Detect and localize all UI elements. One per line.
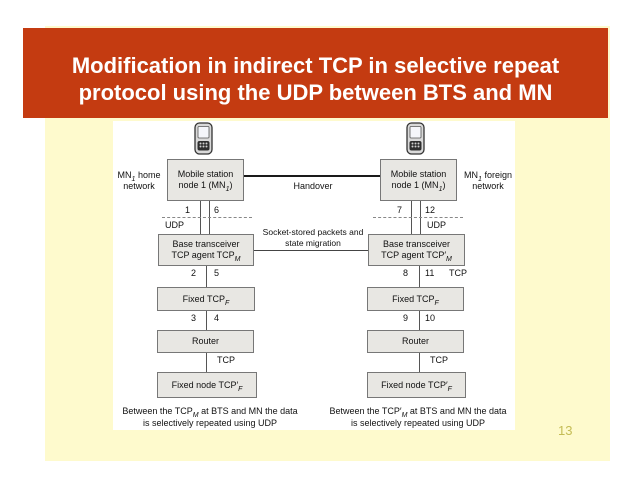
fixed-tcp-box-right: Fixed TCPF [367, 287, 464, 311]
mobile-phone-icon [194, 122, 213, 155]
connector-line [206, 353, 207, 372]
foreign-network-label: MN1 foreign network [464, 170, 512, 191]
sequence-number: 2 [191, 268, 197, 278]
sequence-number: 7 [397, 205, 403, 215]
sequence-number: 12 [425, 205, 436, 215]
router-box-right: Router [367, 330, 464, 353]
sequence-number: 10 [425, 313, 436, 323]
tcp-label-right-mid: TCP [449, 268, 467, 278]
sequence-number: 3 [191, 313, 197, 323]
socket-migration-line [254, 250, 368, 251]
sequence-number: 4 [214, 313, 220, 323]
slide-title: Modification in indirect TCP in selectiv… [23, 28, 608, 118]
base-transceiver-box-left: Base transceiver TCP agent TCPM [158, 234, 254, 266]
sequence-number: 8 [403, 268, 409, 278]
connector-line [419, 353, 420, 372]
udp-boundary-dashed-line [162, 217, 252, 218]
connector-line [419, 311, 420, 330]
tcp-label-left: TCP [217, 355, 235, 365]
socket-migration-label: Socket-stored packets and state migratio… [262, 227, 364, 248]
fixed-node-box-left: Fixed node TCP′F [157, 372, 257, 398]
protocol-diagram: MN1 home network MN1 foreign network Mob… [113, 121, 515, 430]
connector-line [206, 266, 207, 287]
mobile-phone-icon [406, 122, 425, 155]
caption-right: Between the TCP′M at BTS and MN the data… [329, 406, 507, 428]
sequence-number: 6 [214, 205, 220, 215]
base-transceiver-box-right: Base transceiver TCP agent TCP′M [368, 234, 465, 266]
connector-line [206, 311, 207, 330]
udp-label-right: UDP [427, 220, 447, 230]
sequence-number: 11 [425, 268, 435, 278]
sequence-number: 9 [403, 313, 409, 323]
fixed-node-box-right: Fixed node TCP′F [367, 372, 466, 398]
handover-label: Handover [293, 181, 333, 191]
mobile-station-box-left: Mobile station node 1 (MN1) [167, 159, 244, 201]
page-number: 13 [558, 423, 573, 438]
sequence-number: 1 [185, 205, 191, 215]
fixed-tcp-box-left: Fixed TCPF [157, 287, 255, 311]
tcp-label-right: TCP [430, 355, 448, 365]
udp-label-left: UDP [165, 220, 185, 230]
router-box-left: Router [157, 330, 254, 353]
home-network-label: MN1 home network [117, 170, 161, 191]
caption-left: Between the TCPM at BTS and MN the data … [122, 406, 298, 428]
udp-boundary-dashed-line [373, 217, 463, 218]
slide-title-line1: Modification in indirect TCP in selectiv… [71, 53, 560, 78]
slide-title-line2: protocol using the UDP between BTS and M… [78, 80, 553, 105]
sequence-number: 5 [214, 268, 220, 278]
connector-line [419, 266, 420, 287]
mobile-station-box-right: Mobile station node 1 (MN1) [380, 159, 457, 201]
handover-line [244, 175, 380, 177]
